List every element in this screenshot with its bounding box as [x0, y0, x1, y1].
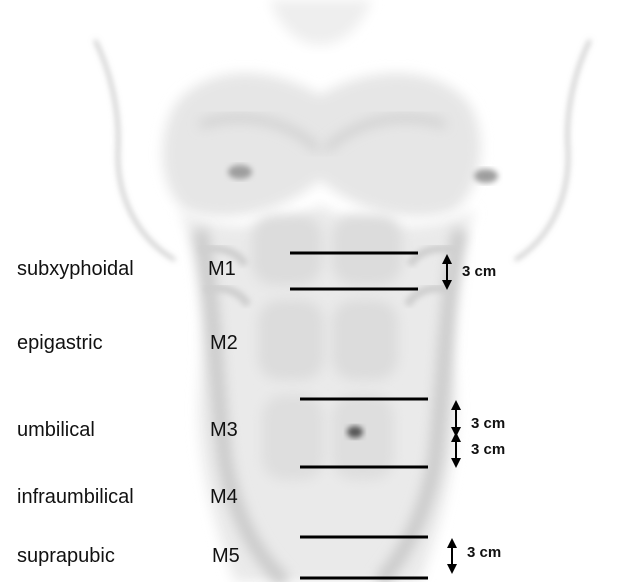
- measurement-label: 3 cm: [462, 263, 496, 280]
- region-label-subxyphoidal: subxyphoidal: [17, 258, 134, 281]
- umbilicus: [347, 426, 363, 438]
- zone-label-m5: M5: [212, 545, 240, 568]
- region-label-epigastric: epigastric: [17, 332, 103, 355]
- measurement-label: 3 cm: [467, 544, 501, 561]
- torso-illustration: [95, 0, 590, 582]
- measurement-label: 3 cm: [471, 415, 505, 432]
- zone-label-m2: M2: [210, 332, 238, 355]
- region-label-suprapubic: suprapubic: [17, 545, 115, 568]
- region-label-umbilical: umbilical: [17, 419, 95, 442]
- measurement-label: 3 cm: [471, 441, 505, 458]
- region-label-infraumbilical: infraumbilical: [17, 486, 134, 509]
- zone-label-m3: M3: [210, 419, 238, 442]
- zone-label-m1: M1: [208, 258, 236, 281]
- zone-label-m4: M4: [210, 486, 238, 509]
